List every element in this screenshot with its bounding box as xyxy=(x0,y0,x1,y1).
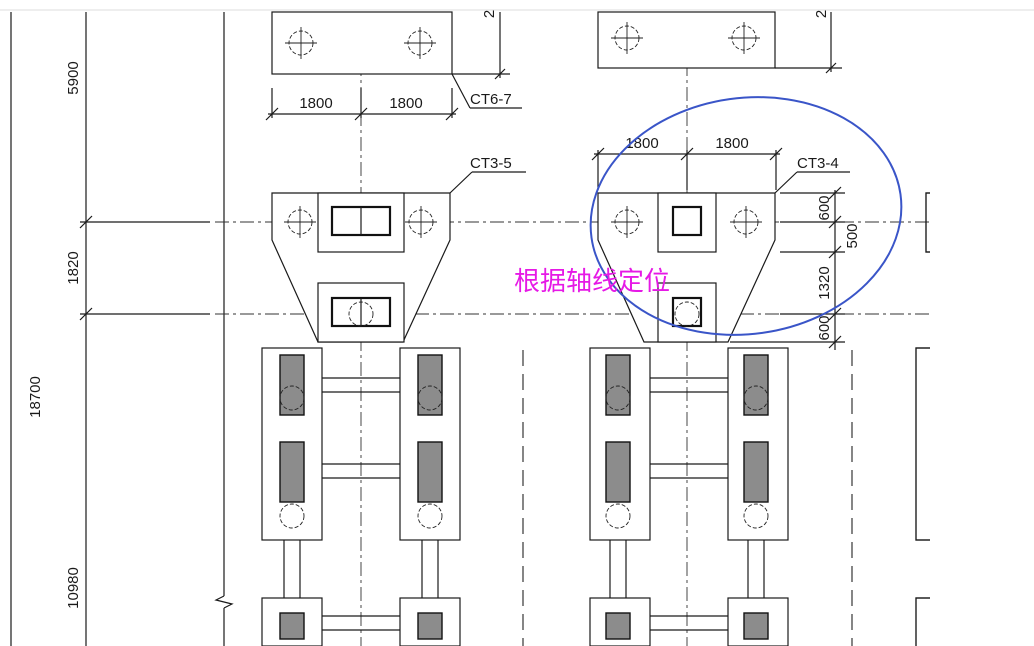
dimension-line-right xyxy=(730,186,845,350)
dim-top-cut-right: 2 xyxy=(813,10,830,18)
dim-right-1320: 1320 xyxy=(816,266,833,299)
pile-cap-ct3-5 xyxy=(271,171,526,343)
right-margin xyxy=(930,12,1034,646)
label-ct6-7: CT6-7 xyxy=(470,91,512,108)
column-group-left xyxy=(261,347,461,646)
pile-cap-ct3-4 xyxy=(597,171,850,343)
dim-top-cut-left: 2 xyxy=(481,10,498,18)
dim-18700: 18700 xyxy=(27,376,44,418)
right-edge-tick-3 xyxy=(915,597,930,646)
dim-top-left-a: 1800 xyxy=(299,95,332,112)
dimension-line-top-left xyxy=(265,88,459,121)
pile-cap-top-right xyxy=(597,11,842,74)
dim-top-left-b: 1800 xyxy=(389,95,422,112)
dim-right-600b: 600 xyxy=(816,315,833,340)
column-group-right xyxy=(589,347,789,646)
dim-top-right-b: 1800 xyxy=(715,135,748,152)
label-ct3-4: CT3-4 xyxy=(797,155,839,172)
right-edge-tick-1 xyxy=(925,192,930,253)
dim-10980: 10980 xyxy=(65,567,82,609)
dim-top-right-a: 1800 xyxy=(625,135,658,152)
pile-cap-ct6-7 xyxy=(271,11,522,109)
dim-1820: 1820 xyxy=(65,251,82,284)
right-edge-tick-2 xyxy=(915,347,930,541)
label-ct3-5: CT3-5 xyxy=(470,155,512,172)
annotation-ellipse xyxy=(589,96,903,336)
left-border-line xyxy=(214,12,234,646)
dim-right-600a: 600 xyxy=(816,195,833,220)
left-dimension-chain xyxy=(10,12,210,646)
dim-5900: 5900 xyxy=(65,61,82,94)
dim-right-500: 500 xyxy=(844,223,861,248)
annotation-text: 根据轴线定位 xyxy=(514,267,670,297)
dimension-line-top-right xyxy=(591,147,783,190)
